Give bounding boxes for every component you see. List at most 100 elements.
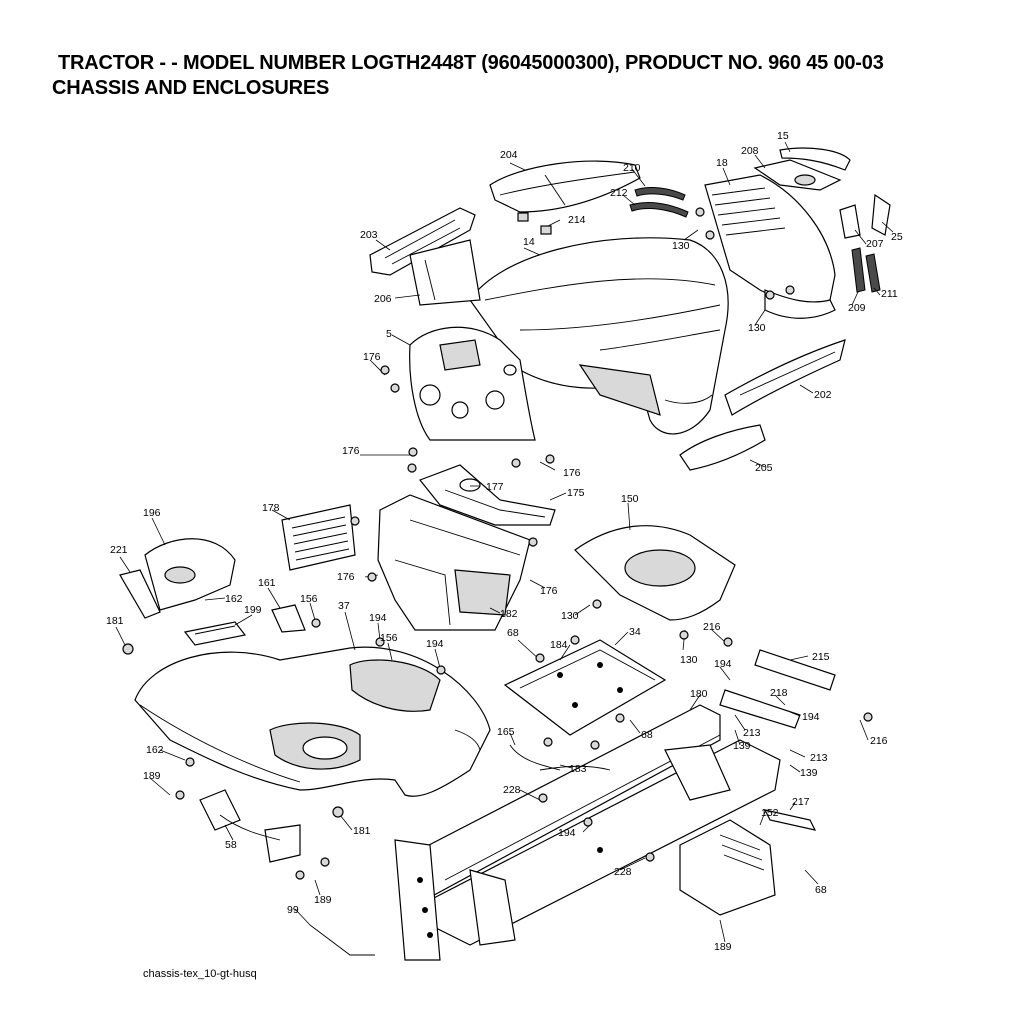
callout-176-e: 176 (540, 585, 558, 597)
callout-162-a: 162 (225, 593, 243, 605)
console-part-175 (419, 464, 556, 526)
callout-213-b: 213 (810, 752, 828, 764)
callout-199: 199 (244, 604, 262, 616)
callout-206: 206 (374, 293, 392, 305)
lens-part-209 (851, 247, 866, 293)
lamp-part-207 (839, 204, 861, 239)
headlight-trim-208 (753, 159, 842, 191)
plate-part-199 (183, 621, 247, 646)
callout-182: 182 (500, 608, 518, 620)
callout-156-a: 156 (300, 593, 318, 605)
callout-210: 210 (623, 162, 641, 174)
callout-34: 34 (629, 626, 641, 638)
fender-deck-37 (134, 646, 491, 797)
callout-203: 203 (360, 229, 378, 241)
clip-part-214 (517, 212, 552, 235)
front-grille-18 (704, 174, 836, 319)
strip-part-212 (629, 202, 689, 218)
callout-213-a: 213 (743, 727, 761, 739)
shroud-part-150 (574, 525, 736, 621)
bracket-part-217 (763, 809, 817, 831)
callout-228-a: 228 (503, 784, 521, 796)
callout-139-b: 139 (800, 767, 818, 779)
callout-211: 211 (881, 288, 898, 300)
hood-panel-204 (489, 160, 641, 213)
callout-25: 25 (891, 231, 903, 243)
trim-part-15 (779, 147, 851, 171)
callout-68-a: 68 (507, 627, 519, 639)
bracket-part-221 (119, 569, 161, 619)
bracket-part-25 (871, 193, 891, 236)
callout-68-b: 68 (641, 729, 653, 741)
hood-part-14 (469, 237, 729, 435)
dash-bezel-203 (369, 207, 476, 276)
callout-202: 202 (814, 389, 832, 401)
callout-181-a: 181 (106, 615, 124, 627)
callout-15: 15 (777, 130, 789, 142)
panel-part-205 (679, 424, 766, 471)
callout-216-b: 216 (870, 735, 888, 747)
cable-part-183 (539, 765, 611, 771)
callout-176-c: 176 (563, 467, 581, 479)
callout-152: 152 (761, 807, 779, 819)
callout-176-a: 176 (363, 351, 381, 363)
panel-part-202 (724, 339, 846, 416)
callout-194-b: 194 (426, 638, 444, 650)
callout-99: 99 (287, 904, 299, 916)
seat-pan-196 (144, 538, 236, 611)
bracket-part-215 (754, 649, 836, 691)
callout-205: 205 (755, 462, 773, 474)
callout-189-a: 189 (143, 770, 161, 782)
callout-181-b: 181 (353, 825, 371, 837)
callout-204: 204 (500, 149, 518, 161)
callout-139-a: 139 (733, 740, 751, 752)
callout-180: 180 (690, 688, 708, 700)
callout-184: 184 (550, 639, 568, 651)
callout-labels: 15 18 208 204 210 212 214 203 14 25 207 … (106, 130, 903, 953)
rod-part-99 (309, 924, 375, 956)
callout-194-a: 194 (369, 612, 387, 624)
callout-18: 18 (716, 157, 728, 169)
callout-194-d: 194 (802, 711, 820, 723)
frame-part-180 (394, 704, 781, 961)
strip-part-210 (634, 187, 686, 201)
callout-130-a: 130 (672, 240, 690, 252)
callout-130-d: 130 (680, 654, 698, 666)
callout-165: 165 (497, 726, 515, 738)
callout-130-b: 130 (748, 322, 766, 334)
bracket-part-161 (271, 604, 306, 633)
callout-162-b: 162 (146, 744, 164, 756)
callout-221: 221 (110, 544, 128, 556)
callout-150: 150 (621, 493, 639, 505)
mount-plate-34 (503, 639, 667, 736)
callout-214: 214 (568, 214, 586, 226)
callout-218: 218 (770, 687, 788, 699)
callout-216-a: 216 (703, 621, 721, 633)
cable-part-165 (509, 744, 561, 771)
page-title: TRACTOR - - MODEL NUMBER LOGTH2448T (960… (58, 52, 884, 74)
knob-part-177 (459, 478, 481, 492)
callout-177: 177 (486, 481, 504, 493)
bracket-part-218 (719, 689, 801, 729)
callout-68-c: 68 (815, 884, 827, 896)
battery-tray-152 (679, 819, 776, 916)
callout-14: 14 (523, 236, 535, 248)
callout-161: 161 (258, 577, 276, 589)
callout-175: 175 (567, 487, 585, 499)
page-subtitle: CHASSIS AND ENCLOSURES (52, 77, 330, 99)
callout-183: 183 (569, 763, 587, 775)
callout-212: 212 (610, 187, 628, 199)
callout-217: 217 (792, 796, 810, 808)
callout-130-c: 130 (561, 610, 579, 622)
bracket-part-58 (199, 789, 301, 863)
callout-196: 196 (143, 507, 161, 519)
dash-enclosure-182 (377, 494, 531, 631)
callout-176-d: 176 (337, 571, 355, 583)
callout-189-b: 189 (314, 894, 332, 906)
callout-194-c: 194 (714, 658, 732, 670)
leader-lines (115, 141, 894, 943)
vent-grille-178 (281, 504, 356, 571)
callout-208: 208 (741, 145, 759, 157)
callout-58: 58 (225, 839, 237, 851)
